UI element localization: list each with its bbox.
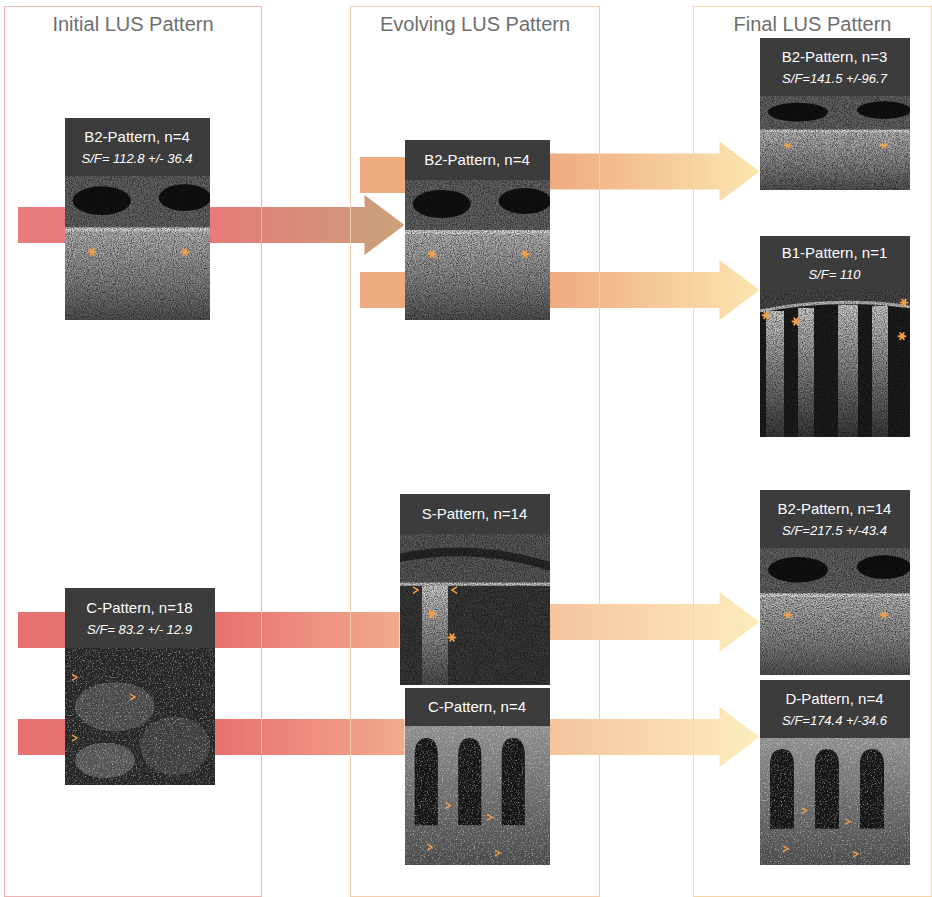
pattern-card: C-Pattern, n=18S/F= 83.2 +/- 12.9 xyxy=(65,588,215,785)
card-header: B1-Pattern, n=1S/F= 110 xyxy=(760,236,910,290)
pattern-card: C-Pattern, n=4 xyxy=(405,688,550,865)
card-header: C-Pattern, n=18S/F= 83.2 +/- 12.9 xyxy=(65,588,215,648)
sf-value: S/F= 83.2 +/- 12.9 xyxy=(87,622,192,637)
pattern-title: D-Pattern, n=4 xyxy=(786,690,884,707)
card-header: B2-Pattern, n=3S/F=141.5 +/-96.7 xyxy=(760,38,910,96)
card-header: C-Pattern, n=4 xyxy=(405,688,550,726)
card-header: S-Pattern, n=14 xyxy=(400,494,550,534)
pattern-title: B2-Pattern, n=4 xyxy=(84,128,189,145)
pattern-title: B2-Pattern, n=14 xyxy=(778,500,892,517)
pattern-title: C-Pattern, n=4 xyxy=(428,698,526,715)
ultrasound-image xyxy=(405,726,550,865)
transition-band xyxy=(550,592,760,652)
stage-panel: Initial LUS PatternB2-Pattern, n=4S/F= 1… xyxy=(4,6,262,897)
pattern-card: D-Pattern, n=4S/F=174.4 +/-34.6 xyxy=(760,680,910,865)
pattern-card: B2-Pattern, n=3S/F=141.5 +/-96.7 xyxy=(760,38,910,190)
ultrasound-image xyxy=(760,290,910,437)
pattern-title: B2-Pattern, n=3 xyxy=(782,48,887,65)
ultrasound-image xyxy=(405,180,551,320)
panel-heading: Initial LUS Pattern xyxy=(5,7,261,36)
pattern-title: B1-Pattern, n=1 xyxy=(782,244,887,261)
card-header: B2-Pattern, n=14S/F=217.5 +/-43.4 xyxy=(760,490,910,548)
ultrasound-image xyxy=(760,738,910,865)
transition-band xyxy=(550,260,760,320)
sf-value: S/F=217.5 +/-43.4 xyxy=(782,523,887,538)
pattern-card: B2-Pattern, n=4 xyxy=(405,140,550,320)
panel-heading: Evolving LUS Pattern xyxy=(351,7,599,36)
band-stub xyxy=(360,157,406,193)
pattern-title: S-Pattern, n=14 xyxy=(422,505,527,522)
ultrasound-image xyxy=(400,534,550,685)
transition-band xyxy=(550,142,760,202)
pattern-title: C-Pattern, n=18 xyxy=(86,599,192,616)
stage-panel: Evolving LUS PatternB2-Pattern, n=4S-Pat… xyxy=(350,6,600,897)
ultrasound-image xyxy=(65,176,211,320)
band-stub xyxy=(18,719,66,755)
pattern-card: B1-Pattern, n=1S/F= 110 xyxy=(760,236,910,437)
ultrasound-image xyxy=(760,96,911,190)
transition-band xyxy=(215,719,405,755)
pattern-title: B2-Pattern, n=4 xyxy=(424,151,529,168)
pattern-card: B2-Pattern, n=14S/F=217.5 +/-43.4 xyxy=(760,490,910,675)
stage-panel: Final LUS PatternB2-Pattern, n=3S/F=141.… xyxy=(693,6,932,897)
card-header: D-Pattern, n=4S/F=174.4 +/-34.6 xyxy=(760,680,910,738)
pattern-card: B2-Pattern, n=4S/F= 112.8 +/- 36.4 xyxy=(65,118,210,320)
sf-value: S/F=174.4 +/-34.6 xyxy=(782,713,887,728)
transition-band xyxy=(210,195,405,255)
panel-heading: Final LUS Pattern xyxy=(694,7,931,36)
transition-band xyxy=(550,707,760,767)
ultrasound-image xyxy=(760,548,911,675)
sf-value: S/F=141.5 +/-96.7 xyxy=(782,71,887,86)
pattern-card: S-Pattern, n=14 xyxy=(400,494,550,685)
ultrasound-image xyxy=(65,648,215,785)
band-stub xyxy=(18,207,66,243)
transition-band xyxy=(215,612,400,648)
card-header: B2-Pattern, n=4 xyxy=(405,140,550,180)
sf-value: S/F= 112.8 +/- 36.4 xyxy=(81,151,192,166)
band-stub xyxy=(18,612,66,648)
card-header: B2-Pattern, n=4S/F= 112.8 +/- 36.4 xyxy=(65,118,210,176)
sf-value: S/F= 110 xyxy=(808,267,860,282)
band-stub xyxy=(360,272,406,308)
